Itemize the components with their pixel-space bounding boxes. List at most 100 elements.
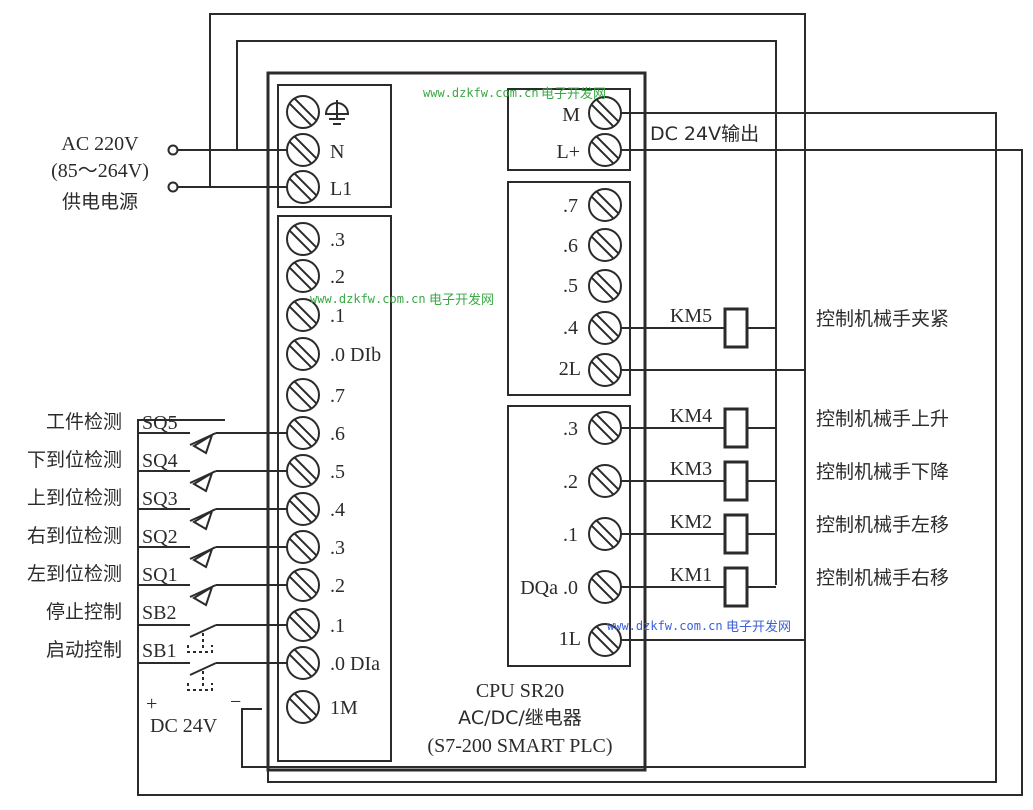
- input-description: 启动控制: [46, 639, 122, 661]
- input-a-label-6: .6: [330, 423, 345, 445]
- input-b-label-3: .3: [330, 229, 345, 251]
- screw-terminal-icon: [286, 170, 320, 204]
- screw-terminal-icon: [286, 646, 320, 680]
- input-a-label-3: .3: [330, 537, 345, 559]
- dc-out-label-m: M: [562, 104, 580, 126]
- ground-icon: [325, 100, 349, 125]
- screw-terminal-icon: [286, 378, 320, 412]
- input-description: 上到位检测: [27, 487, 122, 509]
- screw-terminal-icon: [286, 690, 320, 724]
- watermark-name: 电子开发网: [541, 86, 606, 102]
- screw-terminal-icon: [286, 492, 320, 526]
- dc-output-block: [507, 88, 631, 171]
- output-b-label-4: .4: [563, 317, 578, 339]
- input-terminal-2: [286, 298, 320, 332]
- input-description: 左到位检测: [27, 563, 122, 585]
- wire-l1-loop: [209, 13, 806, 768]
- screw-terminal-icon: [286, 337, 320, 371]
- output-a-terminal-3: [588, 570, 622, 604]
- output-terminals: [588, 96, 622, 657]
- output-b-terminal-3: [588, 311, 622, 345]
- output-device-km5: KM5 控制机械手夹紧: [621, 305, 949, 349]
- power-terminal-2: [286, 170, 320, 204]
- coil-label: KM4: [670, 405, 712, 427]
- input-b-label-2: .2: [330, 266, 345, 288]
- input-terminal-12: [286, 690, 320, 724]
- coil-label: KM2: [670, 511, 712, 533]
- input-a-label-2: .2: [330, 575, 345, 597]
- output-a-label-1: .1: [563, 524, 578, 546]
- screw-terminal-icon: [588, 623, 622, 657]
- screw-terminal-icon: [286, 416, 320, 450]
- output-a-label-0: DQa .0: [520, 577, 578, 599]
- screw-terminal-icon: [286, 95, 320, 129]
- screw-terminal-icon: [286, 454, 320, 488]
- limit-switch-icon: [192, 470, 214, 493]
- output-description: 控制机械手右移: [816, 567, 949, 589]
- screw-terminal-icon: [588, 411, 622, 445]
- input-device-sq1: 左到位检测 SQ1: [27, 563, 287, 607]
- input-terminal-block: [277, 215, 392, 762]
- power-terminal-block: [277, 84, 392, 208]
- output-device-km1: KM1 控制机械手右移: [621, 564, 949, 608]
- power-terminals: [286, 95, 320, 204]
- power-terminal-label-l1: L1: [330, 178, 352, 200]
- relay-coil-icon: [723, 460, 749, 502]
- output-a-terminal-2: [588, 517, 622, 551]
- input-b-label-0: .0 DIb: [330, 344, 381, 366]
- input-tag: SQ2: [142, 526, 178, 548]
- input-device-sb1: 启动控制 SB1: [46, 639, 287, 691]
- power-terminal-1: [286, 133, 320, 167]
- input-terminal-10: [286, 608, 320, 642]
- watermark: www.dzkfw.com.cn 电子开发网: [607, 619, 791, 635]
- input-terminals: [286, 222, 320, 724]
- output-a-label-1l: 1L: [559, 628, 581, 650]
- input-a-label-7: .7: [330, 385, 345, 407]
- output-a-label-2: .2: [563, 471, 578, 493]
- input-a-label-4: .4: [330, 499, 345, 521]
- input-tag: SQ1: [142, 564, 178, 586]
- input-a-label-5: .5: [330, 461, 345, 483]
- output-b-label-5: .5: [563, 275, 578, 297]
- dc-output-terminal-0: [588, 96, 622, 130]
- plc-body: [266, 71, 647, 772]
- dc-output-label: DC 24V输出: [650, 123, 759, 145]
- output-b-label-7: .7: [563, 195, 578, 217]
- input-b-label-1: .1: [330, 305, 345, 327]
- screw-terminal-icon: [588, 133, 622, 167]
- coil-label: KM5: [670, 305, 712, 327]
- input-tag: SB1: [142, 640, 176, 662]
- relay-coil-icon: [723, 566, 749, 608]
- relay-coil-icon: [723, 407, 749, 449]
- input-terminal-4: [286, 378, 320, 412]
- input-terminal-9: [286, 568, 320, 602]
- ac-terminal-n-dot: [167, 144, 179, 156]
- output-description: 控制机械手夹紧: [816, 308, 949, 330]
- limit-switch-icon: [192, 584, 214, 607]
- output-b-terminal-0: [588, 188, 622, 222]
- output-device-km2: KM2 控制机械手左移: [621, 511, 949, 555]
- output-b-terminal-2: [588, 269, 622, 303]
- ac-voltage-label: AC 220V: [61, 133, 139, 155]
- switch-blade: [189, 662, 217, 676]
- wire-dc-m: [267, 112, 997, 783]
- watermark-url: www.dzkfw.com.cn: [310, 292, 426, 306]
- ac-terminal-l1-dot: [167, 181, 179, 193]
- ac-supply-label: 供电电源: [62, 191, 138, 213]
- output-description: 控制机械手左移: [816, 514, 949, 536]
- coil-label: KM1: [670, 564, 712, 586]
- push-button-icon: [187, 671, 213, 691]
- dc-out-label-lplus: L+: [557, 141, 581, 163]
- input-a-label-1m: 1M: [330, 697, 358, 719]
- coil-label: KM3: [670, 458, 712, 480]
- output-b-label-2l: 2L: [559, 358, 581, 380]
- power-terminal-0: [286, 95, 320, 129]
- plc-type-label: AC/DC/继电器: [458, 707, 582, 729]
- output-block-b: [507, 181, 631, 396]
